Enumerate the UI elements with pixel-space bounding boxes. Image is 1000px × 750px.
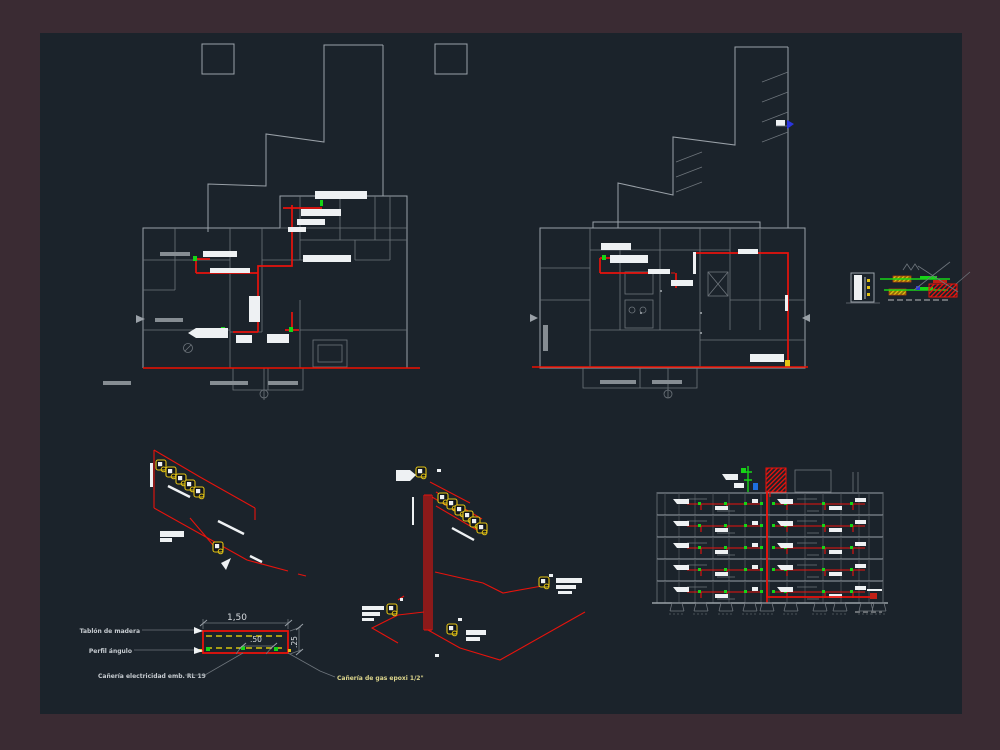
- meter-cabinet-detail: [846, 261, 971, 304]
- pipe-end-marker: [785, 360, 790, 367]
- dim-inner-text: .50: [250, 635, 262, 644]
- building-section: [652, 466, 888, 615]
- appliance-box-icon: [446, 623, 458, 637]
- dim-width: 1,50: [199, 613, 293, 629]
- label-electric-conduit: Cañería electricidad emb. RL 19: [98, 673, 206, 680]
- dim-height-text: .25: [290, 636, 299, 648]
- label-gas-pipe: Cañería de gas epoxi 1/2": [337, 675, 424, 682]
- label-wood-board: Tablón de madera: [80, 628, 140, 635]
- section-arrow-icons: [530, 314, 810, 322]
- detail-box: [202, 630, 289, 654]
- dim-bottom-right: [855, 589, 882, 613]
- iso-pipes: [153, 449, 307, 577]
- gas-meter-icon: [193, 486, 205, 500]
- plan-outline: [539, 46, 806, 369]
- label-blobs: [188, 191, 367, 343]
- drawing-sheet: [40, 33, 962, 714]
- support-detail: 1,50 .50 .25 Tablón de madera Perfil áng…: [80, 613, 424, 682]
- appliance-box-icon: [386, 603, 398, 617]
- gas-pipes: [599, 252, 789, 362]
- dim-width-text: 1,50: [227, 613, 247, 623]
- plan-upper-left: [103, 44, 420, 400]
- gas-meter-icon: [165, 466, 177, 480]
- dim-height: .25: [289, 623, 304, 656]
- appliance-box-icon: [538, 576, 550, 590]
- label-blobs: [150, 463, 263, 570]
- plan-walls: [540, 228, 805, 399]
- iso-riser-large: [362, 466, 586, 661]
- callouts: Tablón de madera Perfil ángulo Cañería e…: [80, 627, 424, 682]
- north-marker: [776, 120, 794, 129]
- stair-hatch: [675, 71, 789, 193]
- blue-marker: [916, 286, 920, 290]
- iso-meters-small: [150, 449, 307, 577]
- plan-upper-right: [530, 46, 810, 399]
- section-arrow-icon: [136, 315, 145, 323]
- roof-boxes: [201, 43, 468, 75]
- main-riser: [766, 492, 870, 598]
- plan-text-dashes: [103, 252, 298, 385]
- annotation-lines: [888, 261, 971, 301]
- gas-meter-icon: [212, 541, 224, 555]
- gas-meter-icon: [155, 459, 167, 473]
- riser-bundle: [423, 494, 433, 631]
- dim-inner: .50: [235, 635, 278, 655]
- label-angle-profile: Perfil ángulo: [89, 648, 132, 655]
- plan-walls: [143, 196, 407, 400]
- roof-meter-assembly: [722, 466, 859, 497]
- label-blobs: [362, 469, 582, 657]
- appliance-box-icon: [415, 466, 427, 480]
- gas-meter-icon: [476, 522, 488, 536]
- label-blobs: [601, 243, 788, 362]
- cabinet-icon: [846, 272, 880, 304]
- riser-end-marker: [870, 593, 877, 599]
